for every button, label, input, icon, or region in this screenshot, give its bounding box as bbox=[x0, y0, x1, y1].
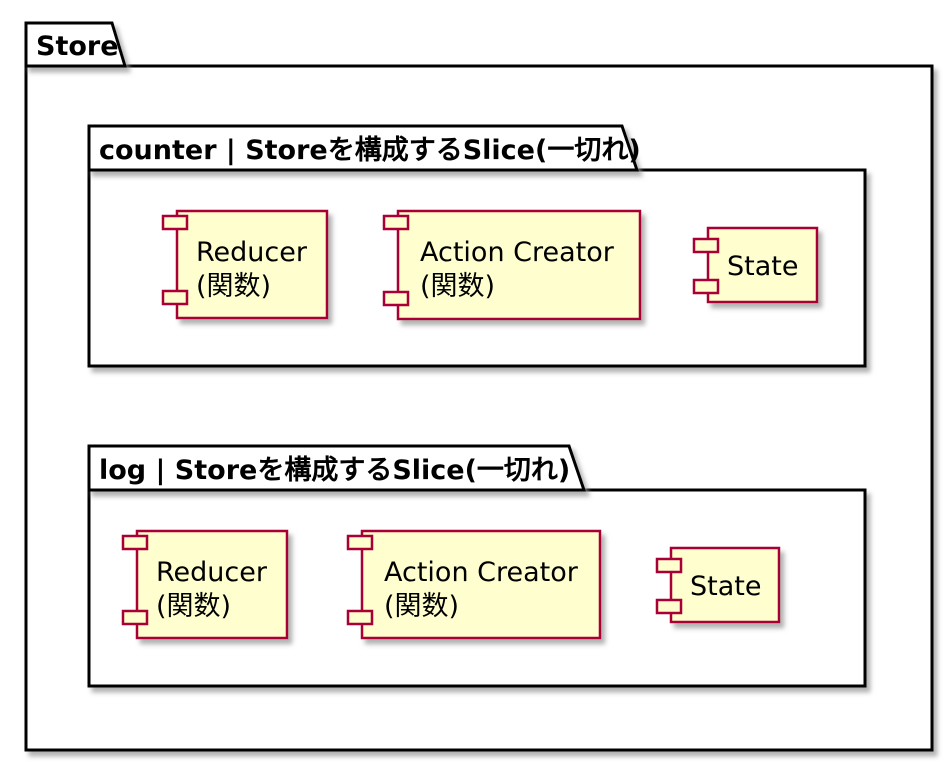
package-store-tab bbox=[24, 21, 128, 68]
port-icon bbox=[346, 534, 374, 551]
port-icon bbox=[346, 609, 374, 626]
port-icon bbox=[655, 598, 683, 615]
component-reducer-counter: Reducer (関数) bbox=[161, 209, 329, 320]
component-state-log: State bbox=[655, 546, 781, 624]
port-icon bbox=[692, 278, 720, 295]
component-state-body bbox=[669, 546, 781, 624]
component-action-creator-log: Action Creator (関数) bbox=[346, 529, 602, 640]
component-label: Reducer bbox=[196, 237, 308, 268]
package-slice-log: log | Storeを構成するSlice(一切れ) Reducer (関数) … bbox=[87, 444, 867, 688]
port-icon bbox=[121, 534, 149, 551]
component-reducer-body bbox=[175, 209, 329, 320]
component-action-creator-body bbox=[396, 209, 642, 321]
port-icon bbox=[121, 609, 149, 626]
port-icon bbox=[161, 289, 189, 306]
port-icon bbox=[655, 557, 683, 574]
component-action-creator-body bbox=[360, 529, 602, 640]
port-icon bbox=[692, 237, 720, 254]
package-store-title: Store bbox=[36, 31, 119, 62]
slice-log-tab bbox=[87, 444, 587, 492]
component-sublabel: (関数) bbox=[156, 591, 231, 622]
component-reducer-log: Reducer (関数) bbox=[121, 529, 289, 640]
slice-log-title: log | Storeを構成するSlice(一切れ) bbox=[99, 455, 570, 486]
component-reducer-body bbox=[135, 529, 289, 640]
port-icon bbox=[382, 290, 410, 307]
port-icon bbox=[161, 214, 189, 231]
slice-counter-title: counter | Storeを構成するSlice(一切れ) bbox=[99, 135, 641, 166]
component-label: State bbox=[727, 251, 798, 282]
component-label: Action Creator bbox=[384, 557, 579, 588]
component-label: Action Creator bbox=[420, 237, 615, 268]
component-sublabel: (関数) bbox=[420, 271, 495, 302]
component-action-creator-counter: Action Creator (関数) bbox=[382, 209, 642, 321]
component-state-body bbox=[706, 226, 819, 304]
component-sublabel: (関数) bbox=[384, 591, 459, 622]
component-state-counter: State bbox=[692, 226, 819, 304]
component-label: Reducer bbox=[156, 557, 268, 588]
slice-counter-tab bbox=[87, 124, 640, 172]
package-slice-counter: counter | Storeを構成するSlice(一切れ) Reducer (… bbox=[87, 124, 867, 368]
port-icon bbox=[382, 214, 410, 231]
component-label: State bbox=[690, 571, 761, 602]
component-sublabel: (関数) bbox=[196, 271, 271, 302]
